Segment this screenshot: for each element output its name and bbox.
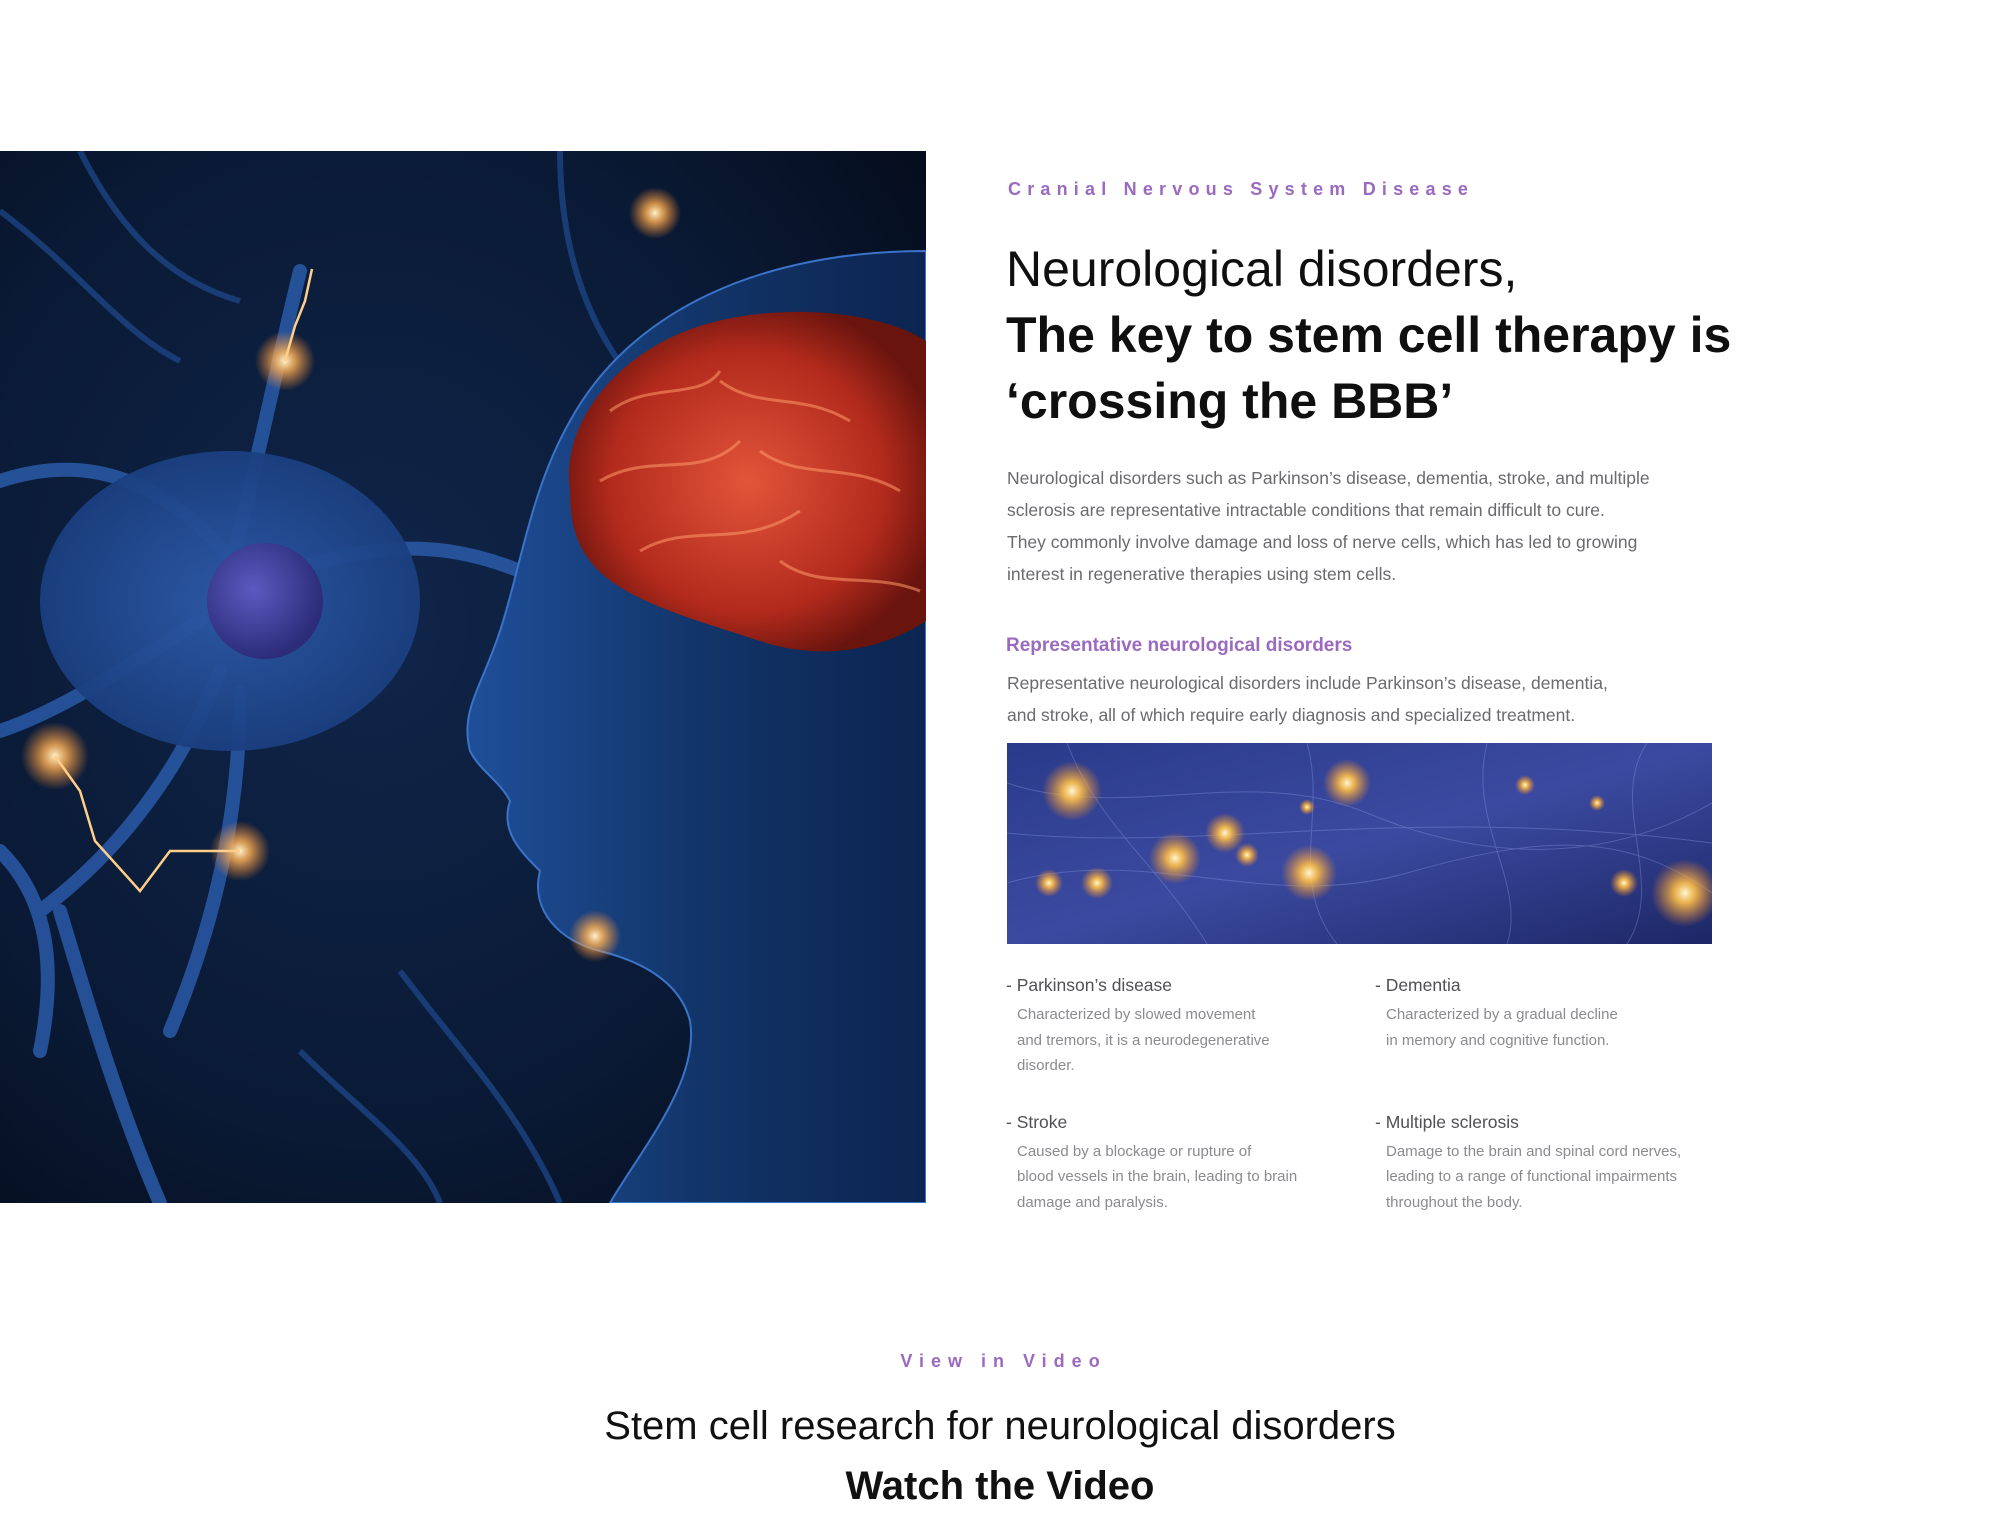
intro-line: They commonly involve damage and loss of… [1007,532,1638,552]
subsection-text-line: and stroke, all of which require early d… [1007,705,1576,725]
disorder-description-line: throughout the body. [1386,1193,1523,1211]
intro-line: Neurological disorders such as Parkinson… [1007,468,1650,488]
disorder-description-line: leading to a range of functional impairm… [1386,1168,1678,1185]
headline-line-1: Neurological disorders, [1006,241,1518,297]
subsection-text: Representative neurological disorders in… [1007,667,1766,731]
disorder-name: - Multiple sclerosis [1375,1111,1519,1132]
section-eyebrow: Cranial Nervous System Disease [1008,179,1475,199]
disorder-description-line: Caused by a blockage or rupture of [1017,1142,1252,1160]
page-title: Neurological disorders, The key to stem … [1006,236,1766,434]
disorder-description-line: and tremors, it is a neurodegenerative [1017,1031,1270,1049]
disorder-description-line: Characterized by slowed movement [1017,1006,1256,1023]
neuron-head-illustration [0,151,926,1203]
hero-image [0,151,926,1203]
intro-line: interest in regenerative therapies using… [1007,564,1397,584]
video-section: View in Video Stem cell research for neu… [0,1350,2000,1514]
content-column: Cranial Nervous System Disease Neurologi… [1006,170,1766,1215]
disorder-description: Caused by a blockage or rupture of blood… [1017,1139,1375,1216]
intro-line: sclerosis are representative intractable… [1007,500,1605,520]
video-eyebrow: View in Video [900,1351,1107,1371]
glowing-neurons-image [1007,743,1712,944]
disorder-description-line: in memory and cognitive function. [1386,1031,1610,1049]
subsection-text-line: Representative neurological disorders in… [1007,673,1608,693]
disorder-item: - Multiple sclerosis Damage to the brain… [1375,1109,1715,1216]
disorder-description-line: damage and paralysis. [1017,1193,1168,1211]
disorder-description-line: disorder. [1017,1057,1075,1074]
headline-line-2: The key to stem cell therapy is [1006,307,1732,363]
neuron-network-banner [1007,743,1712,944]
disorder-description-line: Damage to the brain and spinal cord nerv… [1386,1142,1682,1160]
disorder-item: - Stroke Caused by a blockage or rupture… [1006,1109,1375,1216]
disorder-description: Damage to the brain and spinal cord nerv… [1386,1139,1715,1216]
video-heading: Stem cell research for neurological diso… [0,1398,2000,1514]
disorder-name: - Dementia [1375,975,1461,995]
disorder-description-line: Characterized by a gradual decline [1386,1006,1618,1023]
disorder-item: - Dementia Characterized by a gradual de… [1375,972,1715,1079]
disorder-item: - Parkinson’s disease Characterized by s… [1006,972,1375,1079]
watch-video-link[interactable]: Watch the Video [845,1464,1155,1508]
intro-paragraph: Neurological disorders such as Parkinson… [1007,462,1707,590]
disorder-description: Characterized by slowed movement and tre… [1017,1002,1375,1079]
video-title: Stem cell research for neurological diso… [604,1404,1396,1448]
headline-line-3: ‘crossing the BBB’ [1006,373,1454,429]
disorders-grid: - Parkinson’s disease Characterized by s… [1006,972,1766,1215]
disorder-description-line: blood vessels in the brain, leading to b… [1017,1168,1298,1185]
subsection-title: Representative neurological disorders [1006,635,1353,656]
disorder-description: Characterized by a gradual decline in me… [1386,1002,1715,1053]
disorder-name: - Parkinson’s disease [1006,975,1173,995]
disorder-name: - Stroke [1006,1111,1068,1132]
